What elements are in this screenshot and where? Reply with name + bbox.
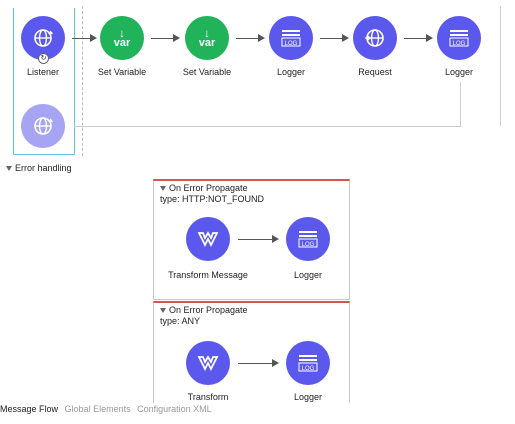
logger-node[interactable]: LOG bbox=[286, 341, 330, 385]
error-handling-toggle[interactable]: Error handling bbox=[6, 163, 72, 173]
set-variable-node[interactable]: ↓var bbox=[100, 16, 144, 60]
tab-configuration-xml[interactable]: Configuration XML bbox=[137, 404, 212, 414]
svg-text:LOG: LOG bbox=[302, 242, 315, 248]
globe-icon bbox=[365, 29, 384, 47]
svg-text:LOG: LOG bbox=[453, 41, 466, 47]
logger-node[interactable]: LOG bbox=[437, 16, 481, 60]
set-variable-label: Set Variable bbox=[97, 67, 147, 77]
svg-text:LOG: LOG bbox=[302, 366, 315, 372]
log-icon: LOG bbox=[298, 231, 318, 248]
set-variable-label: Set Variable bbox=[182, 67, 232, 77]
on-error-propagate-scope[interactable]: On Error Propagate type: HTTP:NOT_FOUND … bbox=[153, 179, 350, 300]
transform-message-label: Transform Message bbox=[168, 270, 248, 280]
editor-tabs: Message Flow Global Elements Configurati… bbox=[0, 404, 216, 414]
source-divider bbox=[82, 6, 83, 156]
collapse-triangle-icon bbox=[160, 308, 166, 314]
globe-icon bbox=[34, 29, 54, 47]
transform-message-node[interactable] bbox=[186, 217, 230, 261]
source-panel[interactable] bbox=[13, 8, 75, 155]
log-icon: LOG bbox=[449, 30, 469, 47]
tab-global-elements[interactable]: Global Elements bbox=[64, 404, 131, 414]
listener-label: Listener bbox=[26, 67, 60, 77]
flow-right-edge bbox=[500, 6, 501, 126]
set-variable-node[interactable]: ↓var bbox=[185, 16, 229, 60]
collapse-triangle-icon bbox=[6, 166, 12, 172]
handler-title: On Error Propagate type: HTTP:NOT_FOUND bbox=[160, 183, 265, 204]
request-node[interactable] bbox=[353, 16, 397, 60]
listener-badge-icon: ↻ bbox=[38, 53, 49, 64]
handler-type: type: HTTP:NOT_FOUND bbox=[160, 194, 265, 204]
collapse-triangle-icon bbox=[160, 186, 166, 192]
return-path-line bbox=[74, 82, 461, 127]
source-response-node[interactable] bbox=[21, 104, 65, 148]
globe-icon bbox=[34, 117, 54, 135]
transform-message-label: Transform bbox=[187, 392, 229, 402]
on-error-propagate-scope[interactable]: On Error Propagate type: ANY Transform L… bbox=[153, 301, 350, 403]
log-icon: LOG bbox=[298, 355, 318, 372]
var-icon: ↓var bbox=[198, 26, 216, 49]
error-handling-label: Error handling bbox=[15, 163, 72, 173]
handler-title: On Error Propagate type: ANY bbox=[160, 305, 248, 326]
logger-label: Logger bbox=[293, 270, 323, 280]
transform-icon bbox=[197, 355, 219, 372]
logger-label: Logger bbox=[276, 67, 306, 77]
logger-label: Logger bbox=[293, 392, 323, 402]
transform-icon bbox=[197, 231, 219, 248]
request-label: Request bbox=[358, 67, 392, 77]
var-icon: ↓var bbox=[113, 26, 131, 49]
logger-node[interactable]: LOG bbox=[286, 217, 330, 261]
handler-type: type: ANY bbox=[160, 316, 201, 326]
transform-message-node[interactable] bbox=[186, 341, 230, 385]
svg-text:LOG: LOG bbox=[285, 41, 298, 47]
log-icon: LOG bbox=[281, 30, 301, 47]
listener-node[interactable] bbox=[21, 16, 65, 60]
tab-message-flow[interactable]: Message Flow bbox=[0, 404, 59, 414]
logger-node[interactable]: LOG bbox=[269, 16, 313, 60]
logger-label: Logger bbox=[444, 67, 474, 77]
